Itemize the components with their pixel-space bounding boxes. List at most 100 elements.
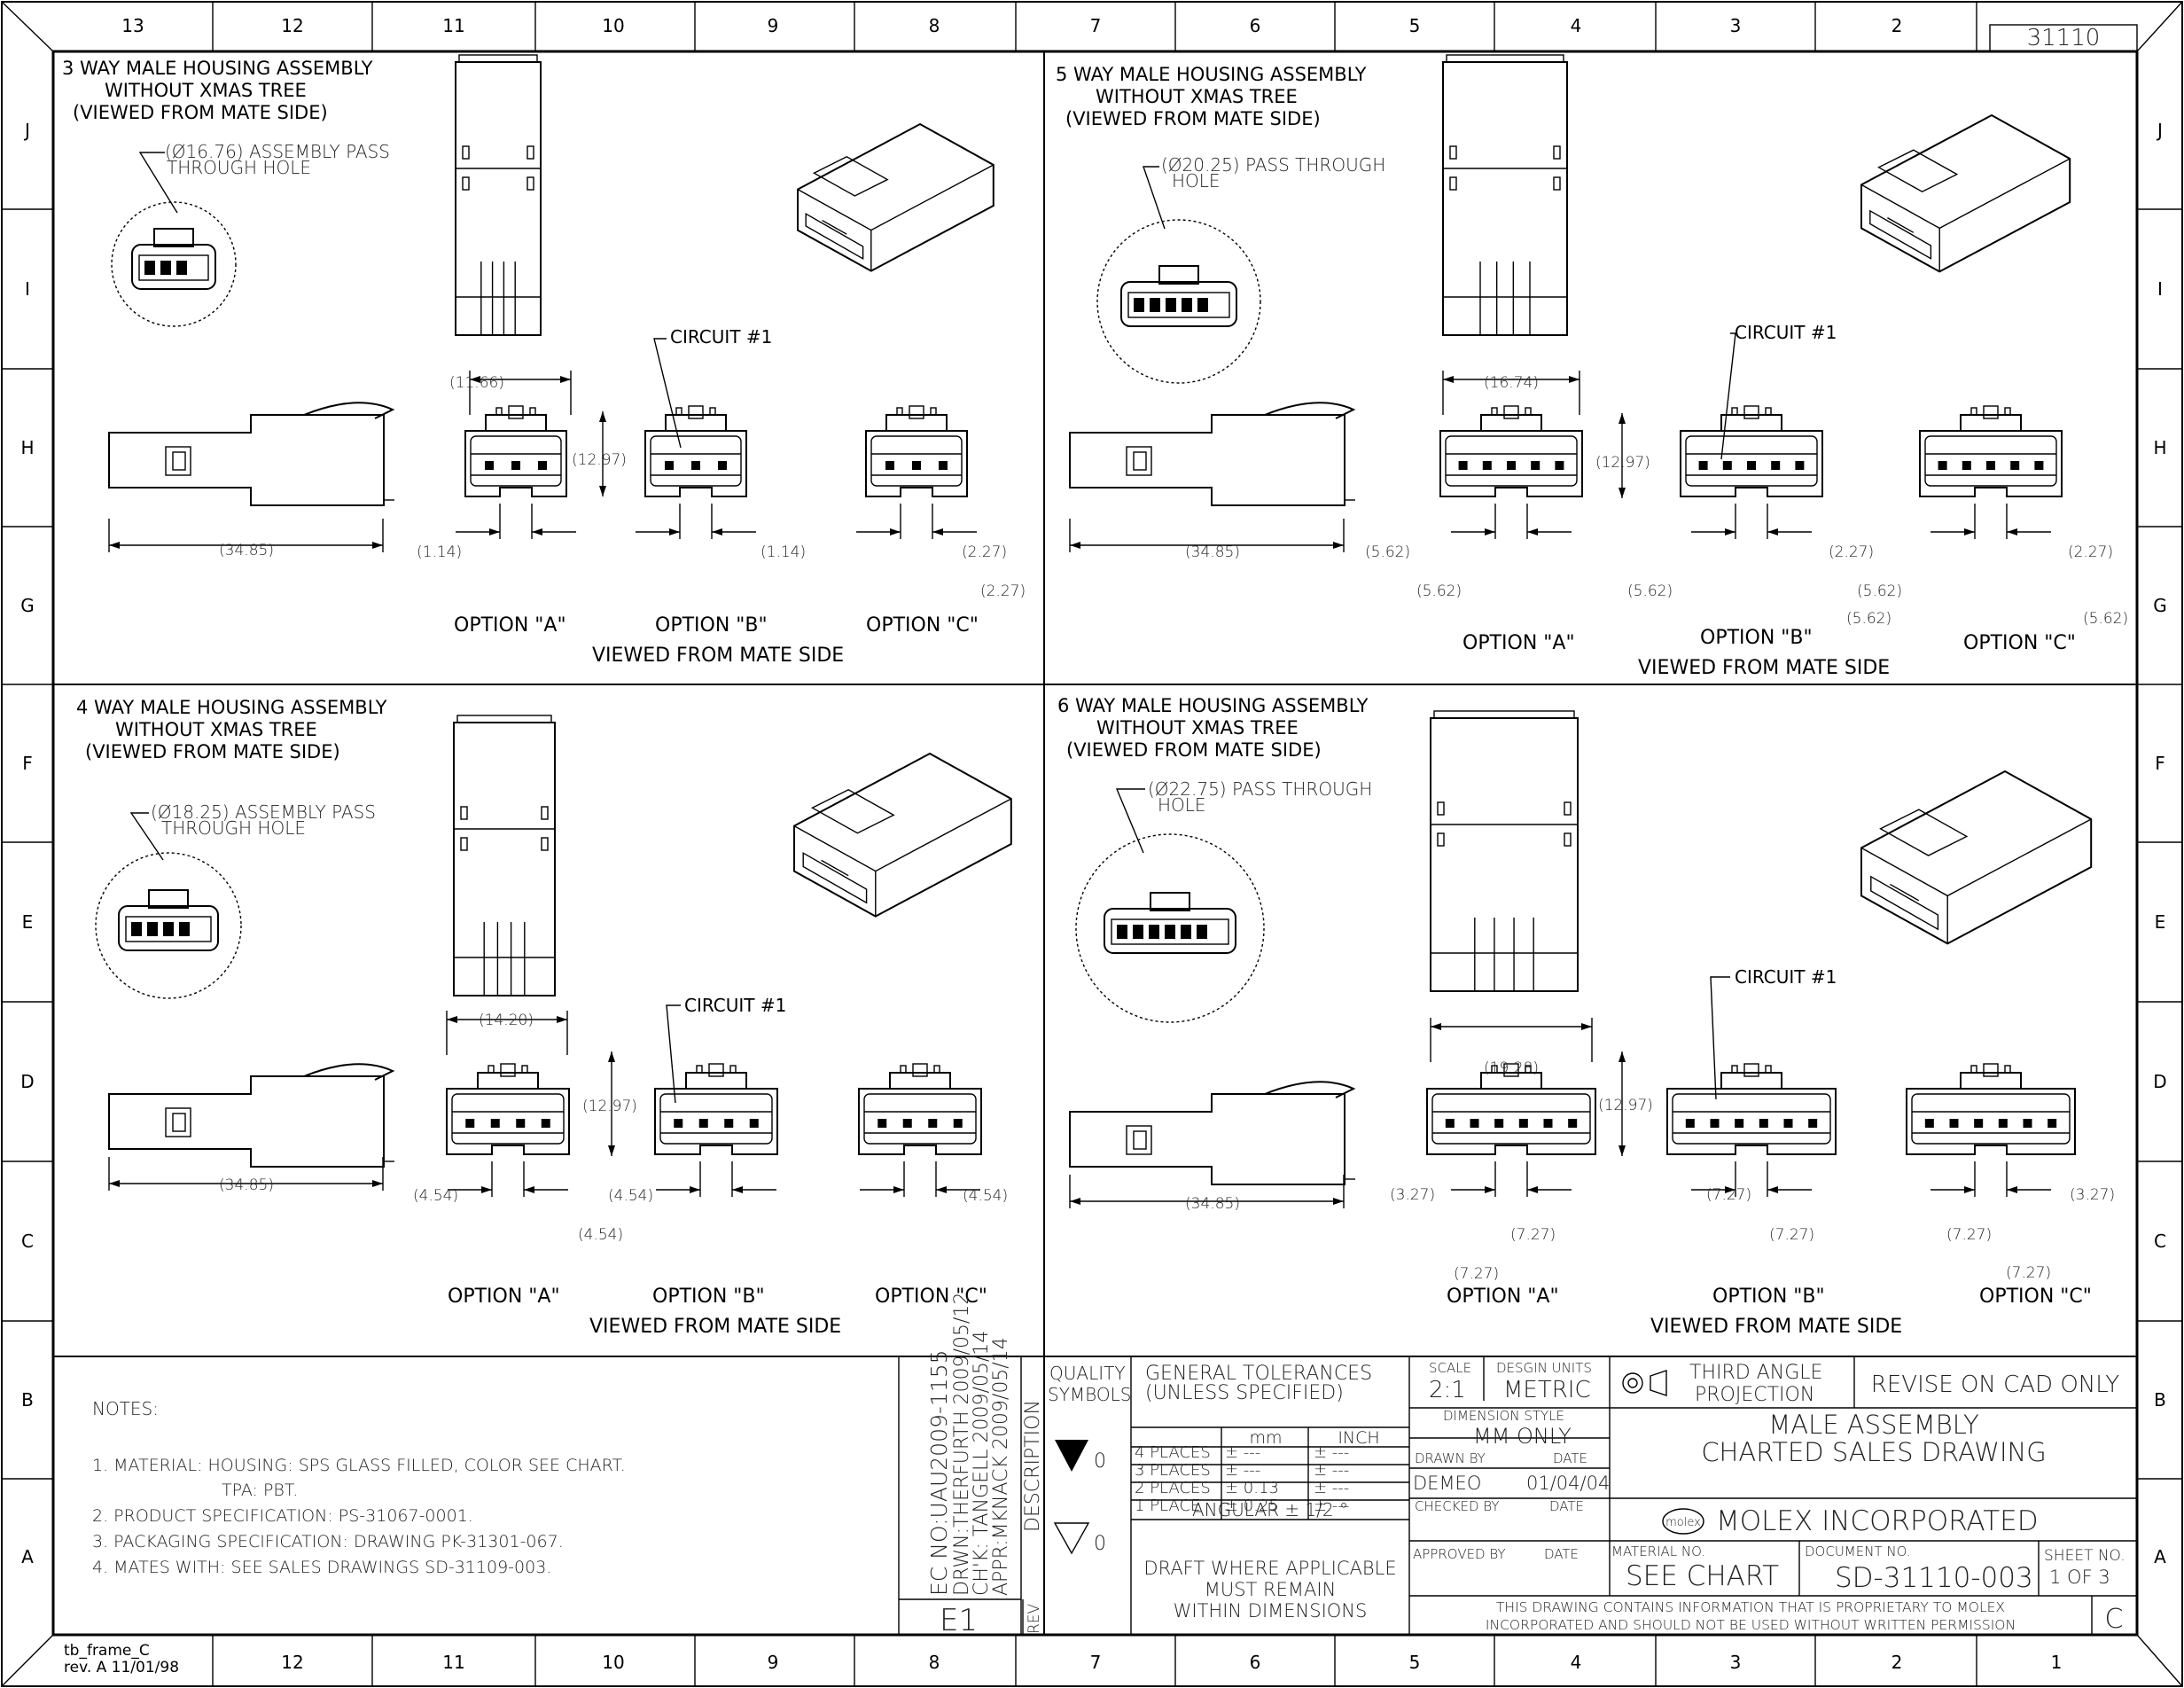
dimension-line bbox=[608, 1051, 615, 1156]
arrowhead bbox=[608, 1145, 615, 1156]
dimension-label: (5.62) bbox=[2083, 610, 2128, 628]
side-window bbox=[165, 446, 191, 476]
housing-inner bbox=[1445, 435, 1578, 487]
terminal-cavity bbox=[485, 461, 494, 470]
latch-outline bbox=[1480, 1072, 1542, 1089]
isometric-view bbox=[793, 752, 1012, 918]
hole-cavity bbox=[1197, 298, 1208, 312]
latch-tab bbox=[529, 407, 536, 416]
terminal-cavity bbox=[1543, 1119, 1553, 1128]
dimension-label: (5.62) bbox=[1627, 582, 1673, 600]
circuit-label: CIRCUIT #1 bbox=[670, 326, 772, 348]
checked-by-label: CHECKED BY bbox=[1415, 1498, 1500, 1514]
option-label: OPTION "C" bbox=[875, 1286, 987, 1308]
dimension-label: (7.27) bbox=[1769, 1226, 1814, 1244]
row-marker: A bbox=[2154, 1546, 2166, 1567]
latch-tab bbox=[933, 1065, 940, 1074]
side-latch bbox=[303, 1063, 395, 1081]
projection-label: THIRD ANGLE bbox=[1689, 1362, 1822, 1384]
quality-triangle-filled-icon bbox=[1055, 1440, 1088, 1472]
column-marker: 7 bbox=[1090, 1652, 1102, 1673]
side-latch bbox=[1264, 1081, 1356, 1098]
terminal-cavity bbox=[1445, 1119, 1455, 1128]
dimension-label: (2.27) bbox=[962, 543, 1007, 561]
terminal-cavity bbox=[1685, 1119, 1695, 1128]
row-marker: J bbox=[23, 120, 30, 141]
hole-cavity bbox=[1181, 925, 1191, 939]
quality-value: 0 bbox=[1094, 1533, 1106, 1555]
top-housing bbox=[1430, 717, 1579, 992]
terminal-cavity bbox=[1735, 1119, 1744, 1128]
latch-tab bbox=[729, 1065, 737, 1074]
latch-tab bbox=[2004, 407, 2011, 416]
latch-tab bbox=[1503, 405, 1519, 419]
latch-tab bbox=[2004, 1065, 2011, 1074]
dimension-label: (4.54) bbox=[578, 1226, 623, 1244]
arrowhead bbox=[1485, 528, 1495, 535]
latch-tab bbox=[1765, 1065, 1772, 1074]
scale-value: 2:1 bbox=[1429, 1377, 1466, 1403]
dimension-line bbox=[599, 411, 606, 496]
ec-number: EC NO:UAU2009-1155 bbox=[926, 1349, 952, 1596]
drawn-record: DRWN:THERFURTH 2009/05/12 bbox=[951, 1293, 973, 1596]
hole-latch bbox=[148, 889, 189, 909]
mate-side-view bbox=[446, 1063, 570, 1155]
draft-note: DRAFT WHERE APPLICABLE bbox=[1143, 1558, 1396, 1579]
row-marker: C bbox=[2154, 1231, 2166, 1252]
approved-record: APPR:MKNACK 2009/05/14 bbox=[990, 1337, 1012, 1596]
housing-inner bbox=[1911, 1093, 2071, 1145]
latch-tab bbox=[709, 407, 716, 416]
panel-6-way: 6 WAY MALE HOUSING ASSEMBLY WITHOUT XMAS… bbox=[1057, 695, 2115, 1338]
terminal-cavity bbox=[1568, 1119, 1578, 1128]
terminal-cavity bbox=[749, 1119, 759, 1128]
pass-through-hole-view bbox=[1096, 219, 1261, 384]
description-label: DESCRIPTION bbox=[1022, 1400, 1044, 1532]
column-marker: 8 bbox=[929, 1652, 940, 1673]
quality-label: SYMBOLS bbox=[1048, 1384, 1132, 1405]
leader-line bbox=[129, 812, 164, 861]
column-marker: 9 bbox=[768, 1652, 779, 1673]
mate-side-view bbox=[1439, 405, 1583, 497]
top-latch-slot bbox=[460, 806, 468, 820]
latch-tab bbox=[1765, 407, 1772, 416]
side-window bbox=[1133, 1130, 1147, 1150]
angular-tolerance: ANGULAR ± 1/2 ° bbox=[1192, 1499, 1348, 1520]
mate-side-view bbox=[464, 405, 567, 497]
hole-housing bbox=[1104, 908, 1236, 954]
length-dimension: (34.85) bbox=[1185, 1195, 1240, 1213]
terminal-cavity bbox=[1747, 461, 1756, 470]
material-no: SEE CHART bbox=[1626, 1560, 1779, 1592]
terminal-cavity bbox=[1986, 461, 1995, 470]
terminal-cavity bbox=[2048, 1119, 2057, 1128]
terminal-cavity bbox=[1458, 461, 1468, 470]
arrowhead bbox=[1964, 1186, 1975, 1193]
hole-cavity bbox=[179, 922, 190, 936]
arrowhead bbox=[560, 376, 571, 383]
latch-outline bbox=[1720, 1072, 1782, 1089]
column-marker: 3 bbox=[1730, 1652, 1742, 1673]
iso-latch bbox=[1877, 149, 1959, 193]
terminal-cavity bbox=[2010, 461, 2020, 470]
terminal-cavity bbox=[953, 1119, 963, 1128]
panel-title-line: (VIEWED FROM MATE SIDE) bbox=[85, 741, 340, 762]
row-marker: H bbox=[2153, 437, 2166, 458]
mate-side-view bbox=[1426, 1063, 1596, 1155]
terminal-cavity bbox=[878, 1119, 887, 1128]
hole-latch bbox=[153, 228, 194, 247]
latch-tab bbox=[696, 1065, 703, 1074]
terminal-cavity bbox=[2034, 461, 2044, 470]
arrowhead bbox=[1443, 376, 1454, 383]
arrowhead bbox=[2007, 528, 2017, 535]
dimension-line bbox=[447, 1016, 567, 1023]
circuit-label: CIRCUIT #1 bbox=[684, 995, 786, 1016]
circuit-label: CIRCUIT #1 bbox=[1735, 322, 1837, 343]
pass-through-hole-view bbox=[111, 201, 237, 327]
inner-border bbox=[51, 50, 2139, 1637]
column-marker: 5 bbox=[1409, 1652, 1421, 1673]
title-block: QUALITY SYMBOLS 0 0 GENERAL TOLERANCES (… bbox=[1043, 1356, 2137, 1635]
arrowhead bbox=[936, 1186, 947, 1193]
hole-note: THROUGH HOLE bbox=[161, 817, 306, 839]
side-housing bbox=[108, 414, 385, 506]
viewed-label: VIEWED FROM MATE SIDE bbox=[589, 1316, 841, 1338]
